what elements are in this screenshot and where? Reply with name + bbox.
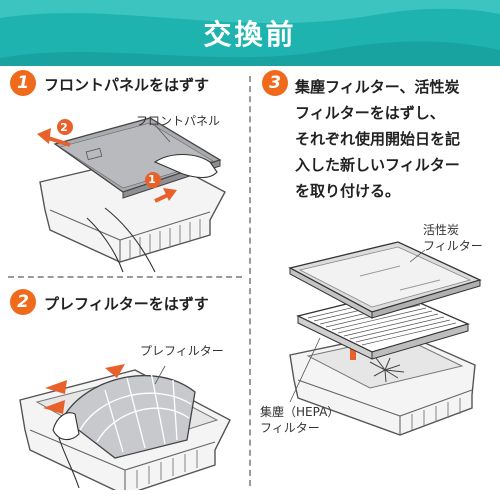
step-3-line-2: フィルターをはずし、 (295, 104, 445, 122)
step-3-description: 集塵フィルター、活性炭 フィルターをはずし、 それぞれ使用開始日を記 入した新し… (295, 74, 495, 204)
step-2-title: プレフィルターをはずす (44, 295, 209, 313)
front-panel-label: フロントパネル (136, 114, 221, 128)
step-1-badge: 1 (10, 70, 36, 96)
pre-filter-label: プレフィルター (140, 344, 224, 358)
marker-1: 1 (148, 173, 156, 186)
carbon-filter-label-line-2: フィルター (423, 239, 483, 253)
carbon-filter-label-line-1: 活性炭 (423, 223, 460, 237)
step-2-illustration (19, 364, 231, 490)
horizontal-divider (8, 276, 242, 278)
carbon-filter-label: 活性炭 フィルター (423, 222, 483, 254)
step-3-illustration (288, 241, 482, 436)
wave-decoration (0, 0, 500, 66)
header-banner: 交換前 (0, 0, 500, 66)
step-3-line-5: を取り付ける。 (295, 182, 401, 200)
step-3-line-4: 入した新しいフィルター (295, 156, 460, 174)
step-1-title: フロントパネルをはずす (44, 76, 210, 94)
step-3-line-3: それぞれ使用開始日を記 (295, 130, 461, 148)
hepa-filter-label-line-2: フィルター (260, 421, 320, 435)
vertical-divider (249, 76, 251, 486)
step-3-line-1: 集塵フィルター、活性炭 (295, 78, 460, 96)
page-title: 交換前 (203, 18, 297, 51)
step-2-badge: 2 (10, 289, 36, 315)
marker-2: 2 (60, 121, 68, 134)
step-1-illustration (37, 117, 226, 273)
hepa-filter-label: 集塵（HEPA） フィルター (260, 404, 339, 436)
hepa-filter-label-line-1: 集塵（HEPA） (260, 405, 340, 419)
step-3-badge: 3 (262, 70, 288, 96)
